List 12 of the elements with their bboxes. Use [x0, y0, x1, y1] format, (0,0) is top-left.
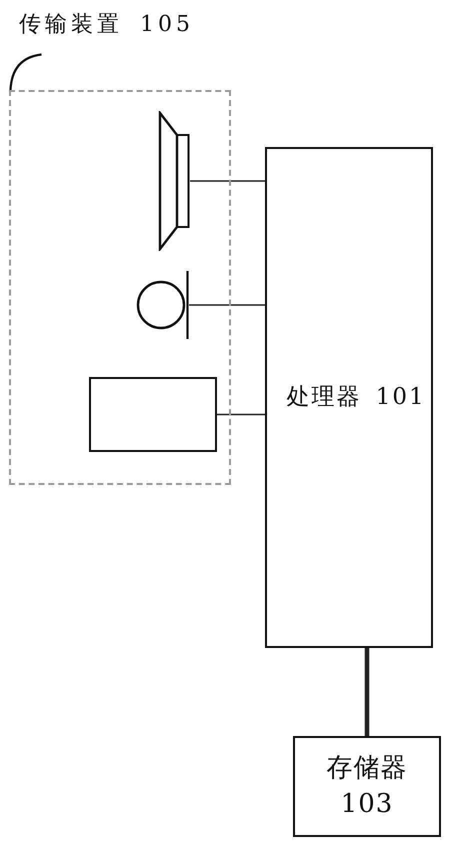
processor-box	[265, 147, 433, 648]
thick-connector-line	[364, 648, 370, 736]
memory-box	[293, 736, 441, 837]
group-title: 传输装置 105	[19, 11, 194, 39]
speaker-icon	[157, 111, 190, 251]
microphone-icon	[135, 269, 189, 341]
connector-line	[217, 414, 265, 416]
connector-line	[189, 304, 265, 306]
box-label: 存储器 103	[326, 752, 408, 820]
box-label: 处理器 101	[286, 382, 426, 412]
component-box	[89, 377, 217, 452]
connector-line	[190, 180, 265, 182]
